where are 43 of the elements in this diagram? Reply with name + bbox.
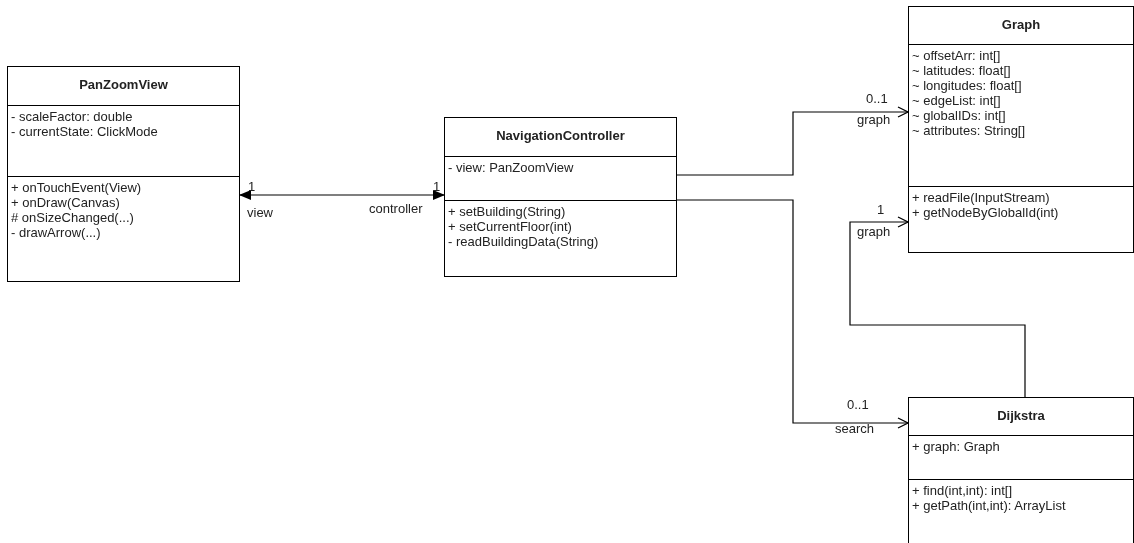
class-box: [908, 397, 1134, 543]
multiplicity: 1: [433, 180, 441, 194]
member-text: ~ edgeList: int[]: [912, 93, 1001, 108]
member-text: + find(int,int): int[]: [912, 483, 1013, 498]
multiplicity: 0..1: [847, 398, 869, 412]
role-name: search: [835, 422, 875, 436]
association-arrow: [849, 216, 1026, 398]
class-name: Graph: [1000, 16, 1042, 34]
member-text: + setBuilding(String): [448, 204, 566, 219]
member-text: - scaleFactor: double: [11, 109, 133, 124]
class-box: [908, 6, 1134, 253]
class-box: [444, 117, 677, 277]
class-name: Dijkstra: [996, 407, 1046, 425]
member-text: - readBuildingData(String): [448, 234, 599, 249]
member-text: ~ attributes: String[]: [912, 123, 1026, 138]
role-name: controller: [369, 202, 423, 216]
member-text: + graph: Graph: [912, 439, 1000, 454]
member-text: + onTouchEvent(View): [11, 180, 142, 195]
member-text: + onDraw(Canvas): [11, 195, 120, 210]
member-text: - drawArrow(...): [11, 225, 101, 240]
member-text: ~ longitudes: float[]: [912, 78, 1022, 93]
role-name: graph: [857, 225, 891, 239]
role-name: graph: [857, 113, 891, 127]
member-text: # onSizeChanged(...): [11, 210, 134, 225]
member-text: + setCurrentFloor(int): [448, 219, 572, 234]
class-name: PanZoomView: [78, 76, 169, 94]
multiplicity: 0..1: [866, 92, 888, 106]
multiplicity: 1: [248, 180, 256, 194]
member-text: ~ globalIDs: int[]: [912, 108, 1006, 123]
class-box: [7, 66, 240, 282]
member-text: - currentState: ClickMode: [11, 124, 158, 139]
association-arrow: [676, 199, 909, 429]
multiplicity: 1: [877, 203, 885, 217]
association-arrow: [676, 106, 909, 176]
class-name: NavigationController: [495, 127, 626, 145]
member-text: - view: PanZoomView: [448, 160, 574, 175]
member-text: ~ offsetArr: int[]: [912, 48, 1001, 63]
role-name: view: [247, 206, 273, 220]
association-arrow: [239, 190, 445, 200]
member-text: + getNodeByGlobalId(int): [912, 205, 1059, 220]
member-text: + readFile(InputStream): [912, 190, 1050, 205]
member-text: + getPath(int,int): ArrayList: [912, 498, 1066, 513]
member-text: ~ latitudes: float[]: [912, 63, 1011, 78]
